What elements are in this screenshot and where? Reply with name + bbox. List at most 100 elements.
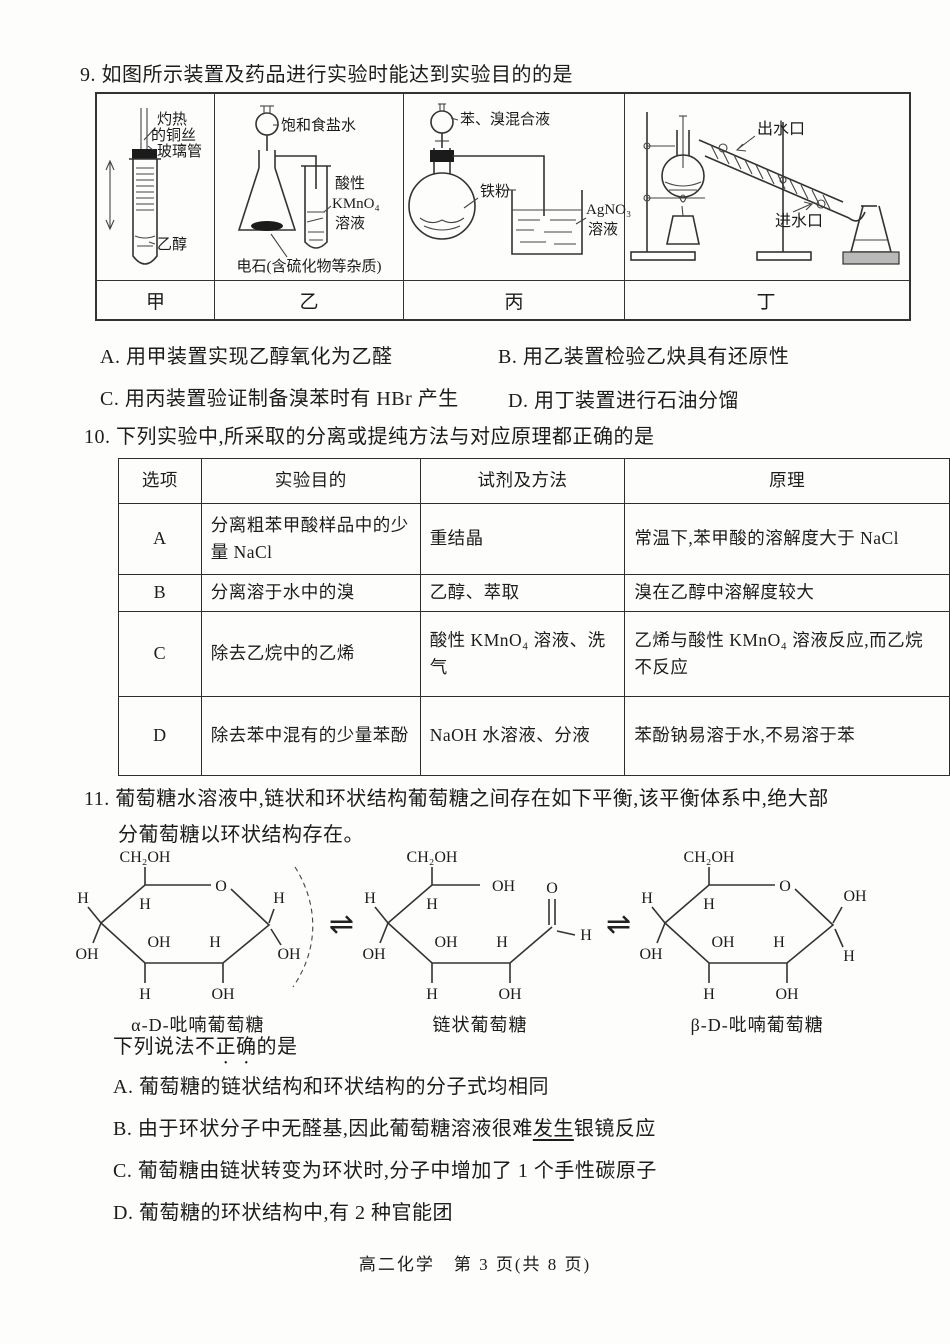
q10-d-method: NaOH 水溶液、分液 [419,696,626,776]
q10-row-a: A 分离粗苯甲酸样品中的少量 NaCl 重结晶 常温下,苯甲酸的溶解度大于 Na… [118,503,950,575]
structure-beta-glucose: CH₂OH O H OH H OH H OH H H OH β-D-吡喃葡萄糖 [637,845,877,1037]
label-acidic: 酸性 [335,175,365,192]
label-iron-powder: 铁粉 [480,183,510,200]
beta-h-inner1: H [703,896,715,913]
chain-glucose-drawing: CH₂OH OH H OH H OH H O H H OH [362,849,592,1003]
structure-alpha-glucose: CH₂OH O H OH H OH H H OH H OH α-D-吡喃葡萄糖 [73,845,323,1037]
q10-header-purpose: 实验目的 [200,458,421,504]
apparatus-cell-bing: 苯、溴混合液 铁粉 AgNO₃ 溶液 [404,94,631,280]
apparatus-ding-drawing: 出水口 进水口 [630,112,900,265]
label-water-outlet: 出水口 [757,120,805,138]
apparatus-label-bing: 丙 [404,281,625,319]
beta-oh-bottom: OH [776,986,800,1003]
q10-a-method: 重结晶 [419,503,626,575]
chain-oh-left: OH [362,946,386,963]
q10-d-purpose: 除去苯中混有的少量苯酚 [200,696,421,776]
q9-stem: 9. 如图所示装置及药品进行实验时能达到实验目的的是 [80,64,573,86]
q10-d-option: D [118,696,202,776]
q9-apparatus-figure: 灼热 的铜丝 玻璃管 乙醇 [95,92,911,321]
alpha-glucose-name: α-D-吡喃葡萄糖 [131,1015,265,1035]
chain-glucose-name: 链状葡萄糖 [432,1015,528,1035]
apparatus-cell-yi: 饱和食盐水 酸性 KMnO₄ 溶液 电石(含硫化物等杂质) [215,94,404,280]
alpha-glucose-drawing: CH₂OH O H OH H OH H H OH H OH [75,849,314,1003]
chain-ch2oh: CH₂OH [407,849,458,866]
alpha-oh-inner: OH [147,934,171,951]
label-ethanol: 乙醇 [157,236,187,253]
chain-h-left: H [364,890,376,907]
alpha-c1-h: H [273,890,285,907]
q10-header-principle: 原理 [624,458,950,504]
q11-option-d: D. 葡萄糖的环状结构中,有 2 种官能团 [113,1202,453,1224]
q11-question-emphasized: 正确 [215,1036,257,1058]
q11-question-suffix: 的是 [256,1036,298,1058]
label-saturated-brine: 饱和食盐水 [281,117,356,134]
q10-c-method: 酸性 KMnO₄ 溶液、洗气 [419,611,626,697]
q10-header-option: 选项 [118,458,202,504]
q10-b-purpose: 分离溶于水中的溴 [200,574,421,612]
chain-h-inner2: H [496,934,508,951]
label-agno3-solution: 溶液 [588,221,618,238]
apparatus-label-jia: 甲 [97,281,215,319]
label-solution: 溶液 [335,215,365,232]
apparatus-drawings-row: 灼热 的铜丝 玻璃管 乙醇 [97,94,909,280]
q10-a-principle: 常温下,苯甲酸的溶解度大于 NaCl [624,503,950,575]
chain-aldehyde-o: O [546,880,558,897]
chain-h-bottom: H [426,986,438,1003]
chain-h-inner1: H [426,896,438,913]
q10-b-principle: 溴在乙醇中溶解度较大 [624,574,950,612]
alpha-c1-oh: OH [277,946,301,963]
beta-ring-o: O [779,878,791,895]
alpha-h-inner1: H [139,896,151,913]
q10-d-principle: 苯酚钠易溶于水,不易溶于苯 [624,696,950,776]
label-kmno4: KMnO₄ [332,196,380,212]
q10-row-c: C 除去乙烷中的乙烯 酸性 KMnO₄ 溶液、洗气 乙烯与酸性 KMnO₄ 溶液… [118,611,950,697]
label-glass-tube: 玻璃管 [157,143,202,160]
beta-h-bottom: H [703,986,715,1003]
alpha-oh-left: OH [75,946,99,963]
beta-c1-h: H [843,948,855,965]
chain-oh-bottom: OH [498,986,522,1003]
beta-oh-left: OH [640,946,664,963]
apparatus-jia-drawing: 灼热 的铜丝 玻璃管 乙醇 [105,108,202,265]
equilibrium-arrow-1: ⇌ [328,908,354,941]
q9-option-d: D. 用丁装置进行石油分馏 [508,390,739,412]
equilibrium-arrow-2: ⇌ [606,908,632,941]
q10-header-method: 试剂及方法 [419,458,626,504]
label-benzene-bromine-mixture: 苯、溴混合液 [460,111,550,128]
apparatus-labels-row: 甲 乙 丙 丁 [97,280,909,319]
structure-chain-glucose: CH₂OH OH H OH H OH H O H H OH 链状葡萄糖 [360,845,600,1037]
q9-option-a: A. 用甲装置实现乙醇氧化为乙醛 [100,346,393,368]
label-calcium-carbide: 电石(含硫化物等杂质) [237,257,382,275]
chain-c5-oh: OH [492,878,516,895]
alpha-h-left: H [77,890,89,907]
alpha-h-bottom: H [139,986,151,1003]
q10-c-principle: 乙烯与酸性 KMnO₄ 溶液反应,而乙烷不反应 [624,611,950,697]
chain-oh-inner: OH [434,934,458,951]
beta-glucose-drawing: CH₂OH O H OH H OH H OH H H OH [640,849,868,1003]
beta-glucose-name: β-D-吡喃葡萄糖 [690,1015,824,1035]
beta-c1-oh: OH [844,888,868,905]
q11-stem-line2: 分葡萄糖以环状结构存在。 [118,824,364,846]
q11-option-b-prefix: B. 由于环状分子中无醛基,因此葡萄糖溶液很难 [113,1118,533,1140]
q10-table-header-row: 选项 实验目的 试剂及方法 原理 [118,458,950,504]
q11-structures-figure: CH₂OH O H OH H OH H H OH H OH α-D-吡喃葡萄糖 … [0,845,950,1037]
q10-c-purpose: 除去乙烷中的乙烯 [200,611,421,697]
page-footer: 高二化学 第 3 页(共 8 页) [358,1255,592,1274]
apparatus-cell-ding: 出水口 进水口 [625,94,907,280]
label-water-inlet: 进水口 [775,212,823,230]
q11-stem-line1: 11. 葡萄糖水溶液中,链状和环状结构葡萄糖之间存在如下平衡,该平衡体系中,绝大… [84,788,829,810]
q11-option-b-underlined: 发生 [532,1118,574,1140]
beta-ch2oh: CH₂OH [684,849,735,866]
q11-option-c: C. 葡萄糖由链状转变为环状时,分子中增加了 1 个手性碳原子 [113,1160,657,1182]
q11-question-line: 下列说法不正确的是 [113,1030,298,1069]
label-hot-copper-wire-1: 灼热 [157,111,187,128]
q11-option-a: A. 葡萄糖的链状结构和环状结构的分子式均相同 [113,1076,549,1098]
apparatus-label-ding: 丁 [756,291,776,313]
q10-a-purpose: 分离粗苯甲酸样品中的少量 NaCl [200,503,421,575]
beta-oh-inner: OH [712,934,736,951]
q11-option-b-suffix: 银镜反应 [573,1118,656,1140]
alpha-ring-o: O [215,878,227,895]
beta-h-inner2: H [773,934,785,951]
label-agno3: AgNO₃ [586,202,631,218]
